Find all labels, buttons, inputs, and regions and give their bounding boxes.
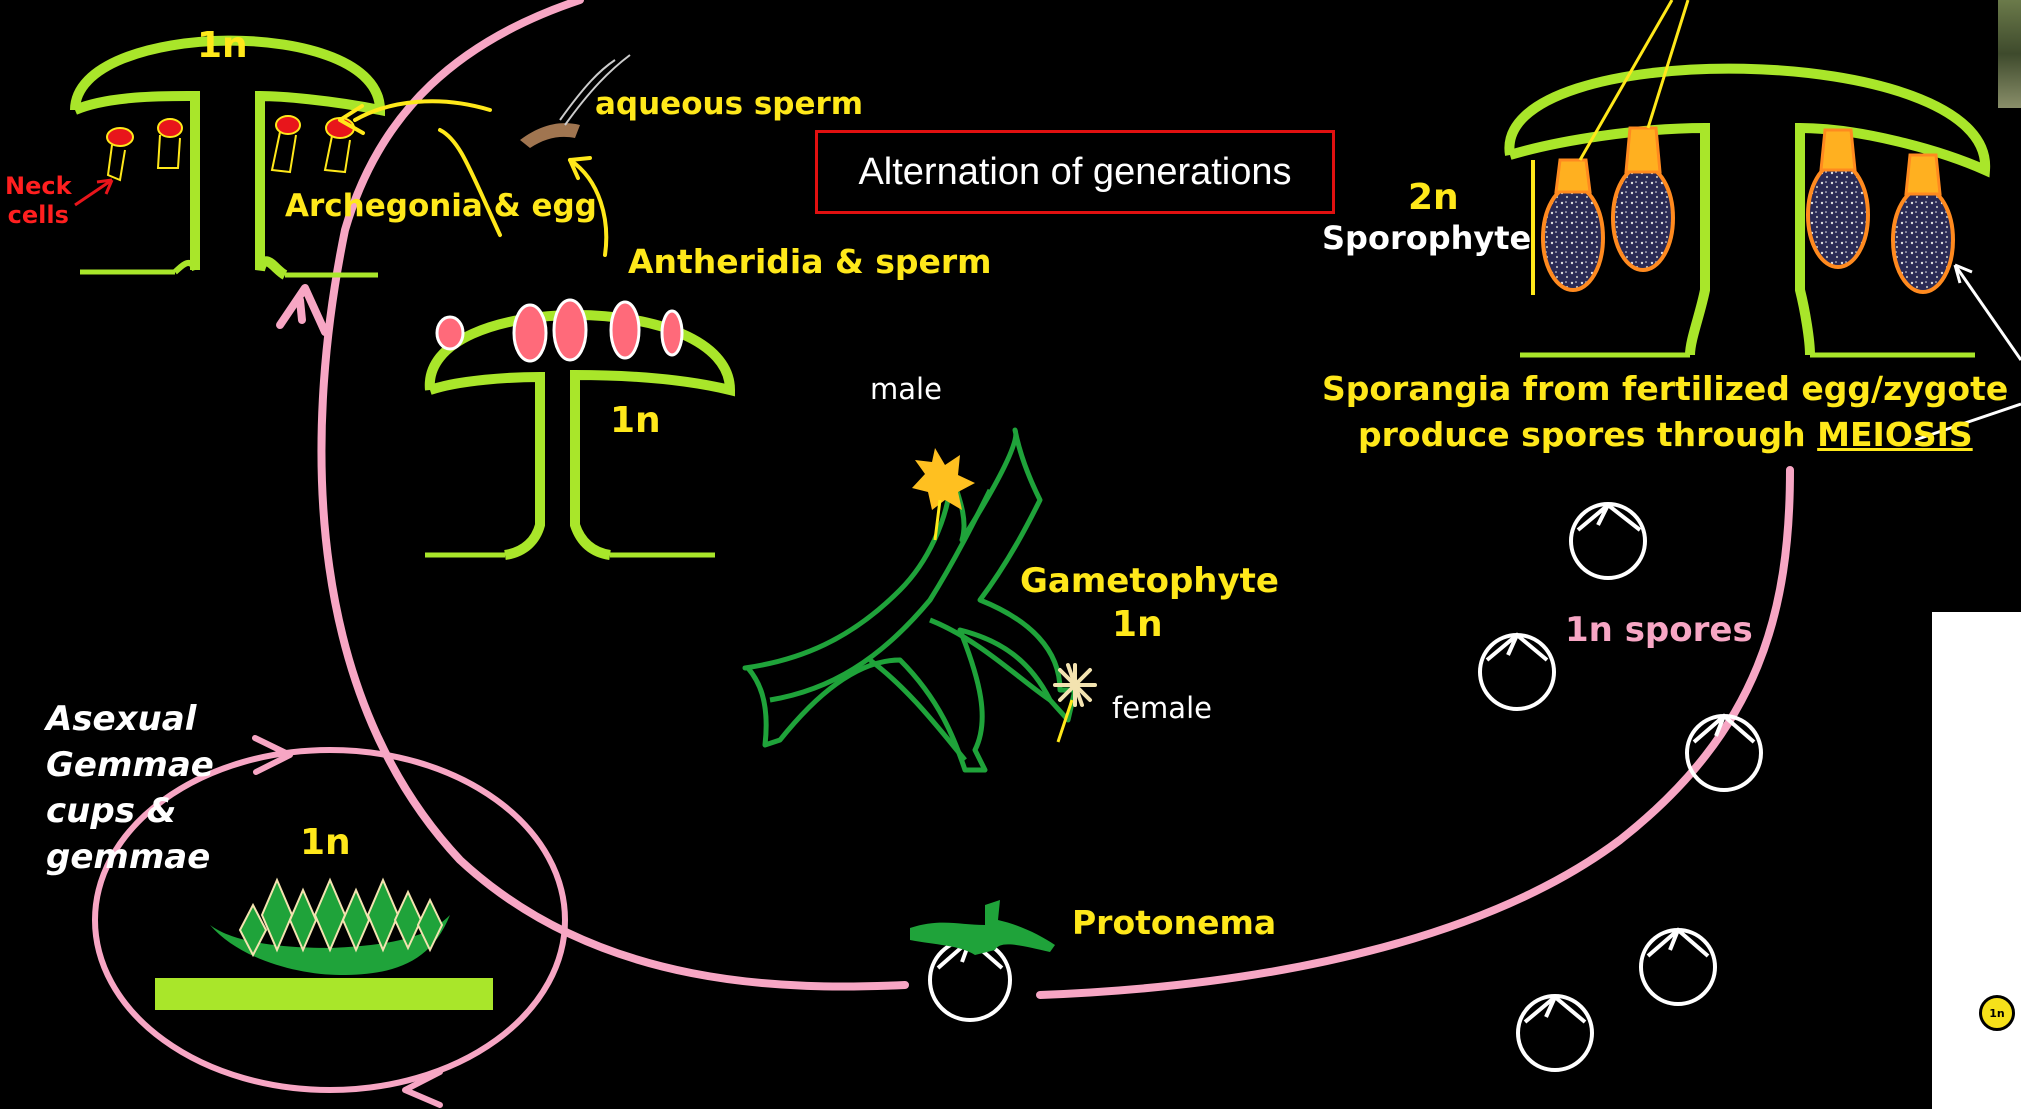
archegonia-necks [108, 132, 350, 180]
protonema-label: Protonema [1072, 903, 1276, 942]
male-label: male [870, 372, 942, 406]
aqueous-sperm-label: aqueous sperm [595, 86, 863, 122]
archegonia-eggs [107, 116, 354, 146]
archegonia-label: Archegonia & egg [285, 188, 597, 224]
protonema-icon [910, 900, 1055, 955]
female-label: female [1112, 691, 1212, 725]
archegoniophore [75, 41, 380, 275]
gemmae-cup [155, 880, 493, 1010]
neck-cells-arrow [75, 180, 112, 205]
antheridia-label: Antheridia & sperm [628, 242, 992, 281]
asexual-label: Asexual Gemmae cups & gemmae [46, 696, 214, 880]
meiosis-emphasis: MEIOSIS [1817, 415, 1973, 454]
cropped-photo [1998, 0, 2021, 108]
diagram-title: Alternation of generations [815, 130, 1335, 214]
cropped-panel [1932, 612, 2021, 1109]
gemmae-ploidy-label: 1n [300, 822, 351, 863]
sporangia [1543, 128, 1953, 292]
gametophyte-label: Gametophyte [1020, 561, 1279, 601]
male-receptacle-icon [912, 448, 975, 510]
sporangia-label-line1: Sporangia from fertilized egg/zygote [1322, 369, 2008, 408]
sporophyte-ploidy-label: 2n [1408, 177, 1459, 218]
ploidy-badge: 1n [1979, 995, 2015, 1031]
female-receptacle-icon [1055, 665, 1095, 705]
sporophyte-label: Sporophyte [1322, 219, 1531, 257]
neck-cells-label: Neck cells [5, 172, 72, 230]
sporangia-label-prefix: produce spores through [1358, 415, 1817, 454]
sporangia-label-line2: produce spores through MEIOSIS [1358, 415, 1973, 454]
archegonia-ploidy-label: 1n [197, 25, 248, 66]
antheridia-ploidy-label: 1n [610, 400, 661, 441]
spores-label: 1n spores [1565, 610, 1753, 650]
gametophyte-ploidy-label: 1n [1112, 604, 1163, 645]
